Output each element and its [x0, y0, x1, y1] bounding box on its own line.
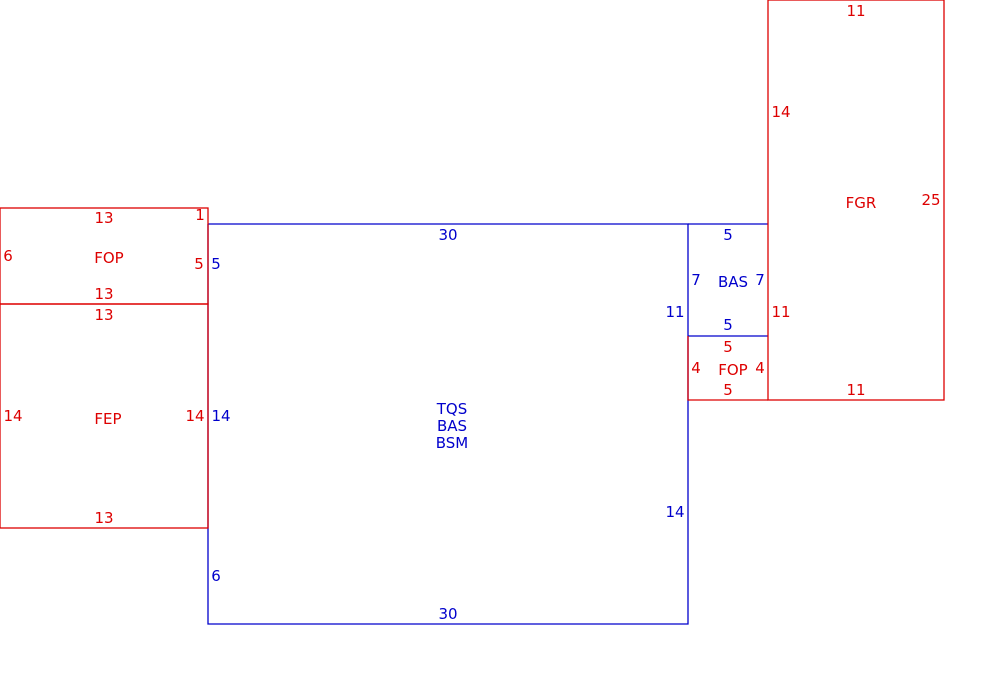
fep-dim-left: 14	[3, 407, 22, 425]
fep-dim-bottom: 13	[94, 509, 113, 527]
fep-name: FEP	[94, 410, 121, 428]
bas-dim-right: 7	[755, 271, 765, 289]
main-building	[207, 223, 768, 625]
fop-left-name: FOP	[94, 249, 123, 267]
fop-right-dim-bottom: 5	[723, 381, 733, 399]
main-dim-left-mid: 14	[211, 407, 230, 425]
fgr-dim-top: 11	[846, 2, 865, 20]
fop-right-name: FOP	[718, 361, 747, 379]
main-area-name-1: TQS	[436, 400, 468, 418]
fep-outline	[0, 303, 209, 529]
fop-left-dim-right: 5	[194, 255, 204, 273]
fgr-dim-left-lower: 11	[771, 303, 790, 321]
bas-area-name: BAS	[718, 273, 748, 291]
main-dim-top: 30	[438, 226, 457, 244]
fop-left-dim-top-right: 1	[195, 206, 205, 224]
additions	[0, 0, 945, 529]
fgr-dim-left-upper: 14	[771, 103, 790, 121]
fgr-name: FGR	[846, 194, 877, 212]
fop-right-dim-left: 4	[691, 359, 701, 377]
fgr-dim-bottom: 11	[846, 381, 865, 399]
fop-left-dim-top: 13	[94, 209, 113, 227]
main-dim-left-lower: 6	[211, 567, 221, 585]
fop-right-dim-right: 4	[755, 359, 765, 377]
fgr-dim-right: 25	[921, 191, 940, 209]
fep-dim-top: 13	[94, 306, 113, 324]
main-dim-left-upper: 5	[211, 255, 221, 273]
fop-right-dim-top: 5	[723, 338, 733, 356]
main-area-name-2: BAS	[437, 417, 467, 435]
bas-dim-bottom: 5	[723, 316, 733, 334]
fgr-outline	[767, 0, 945, 401]
bas-dim-top: 5	[723, 226, 733, 244]
main-dim-right-lower: 14	[665, 503, 684, 521]
main-dim-bottom: 30	[438, 605, 457, 623]
fop-left-dim-left: 6	[3, 247, 13, 265]
main-area-name-3: BSM	[436, 434, 469, 452]
fop-right-outline	[687, 336, 768, 401]
fep-dim-right: 14	[185, 407, 204, 425]
bas-dim-left: 7	[691, 271, 701, 289]
main-dim-right-upper: 11	[665, 303, 684, 321]
fop-left-dim-bottom: 13	[94, 285, 113, 303]
